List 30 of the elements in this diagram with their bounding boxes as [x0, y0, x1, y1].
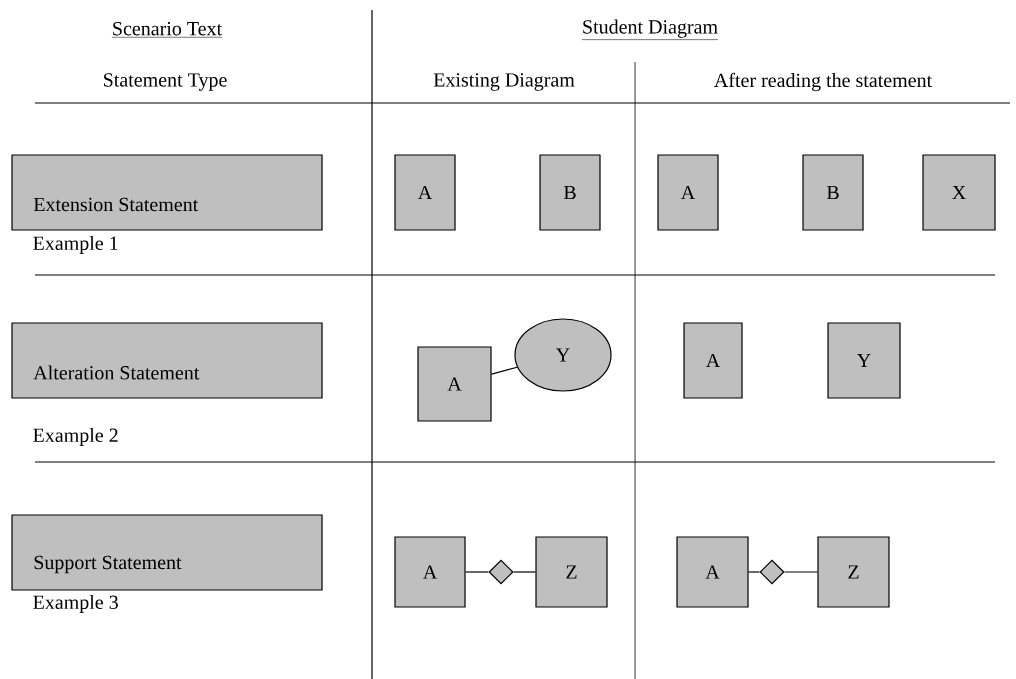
relationship-diamond	[488, 559, 514, 585]
statement-box: Extension Statement	[11, 154, 323, 231]
statement-box: Support Statement	[11, 514, 323, 591]
entity-box: Z	[535, 536, 608, 608]
entity-box: A	[394, 154, 456, 231]
entity-box: A	[417, 346, 492, 422]
example-label: Example 2	[33, 427, 118, 447]
entity-box: A	[657, 154, 719, 231]
statement-box: Alteration Statement	[11, 322, 323, 399]
entity-box: Z	[817, 536, 890, 608]
connector-line	[513, 571, 536, 573]
entity-box: Y	[827, 322, 901, 399]
column-heading: Student Diagram	[581, 19, 719, 40]
connector-line	[784, 571, 818, 573]
connector-line	[748, 571, 760, 573]
connector-line	[491, 366, 518, 375]
entity-box: A	[676, 536, 749, 608]
column-heading: Scenario Text	[111, 21, 223, 38]
entity-box: B	[539, 154, 601, 231]
entity-box: X	[922, 154, 996, 231]
column-heading: After reading the statement	[714, 72, 933, 92]
entity-box: A	[394, 536, 466, 608]
column-heading: Existing Diagram	[433, 73, 575, 91]
relationship-diamond	[759, 559, 785, 585]
entity-box: B	[802, 154, 864, 231]
column-heading: Statement Type	[104, 73, 227, 91]
example-label: Example 1	[33, 235, 118, 255]
entity-box: A	[683, 322, 743, 399]
connector-line	[465, 571, 489, 573]
example-label: Example 3	[33, 594, 118, 614]
